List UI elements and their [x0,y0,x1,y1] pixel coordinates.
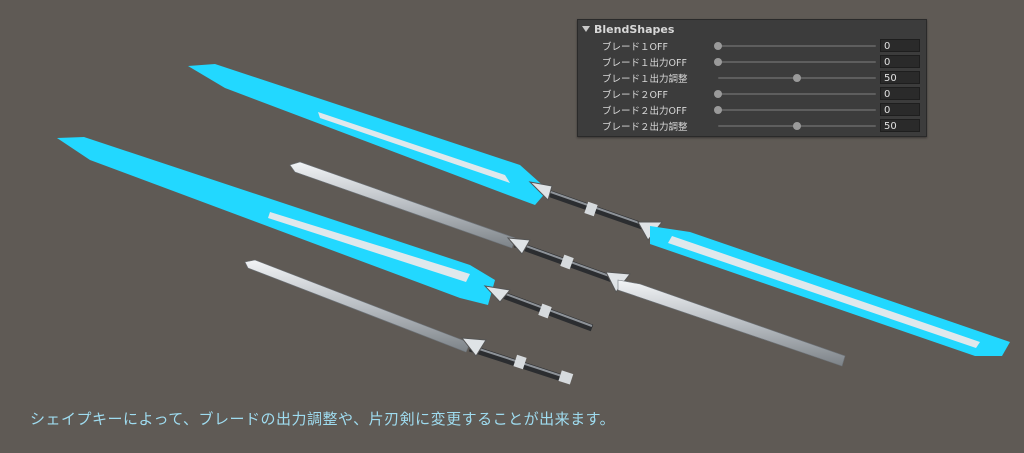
blendshape-slider[interactable] [714,54,876,70]
blendshape-row: ブレード１OFF 0 [578,38,926,54]
spear-4 [244,259,574,385]
slider-track [718,93,876,95]
blendshapes-panel: BlendShapes ブレード１OFF 0 ブレード１出力OFF 0 ブレード… [577,19,927,137]
slider-knob[interactable] [793,74,801,82]
blendshape-label: ブレード２出力調整 [602,122,688,133]
spear-1-core-blade-left [318,112,510,183]
foldout-triangle-icon[interactable] [582,26,590,32]
slider-knob[interactable] [714,58,722,66]
blendshape-slider[interactable] [718,70,876,86]
spear-2-glow-blade [57,137,495,305]
blendshape-value-field[interactable]: 0 [880,55,920,68]
blendshape-row: ブレード２OFF 0 [578,86,926,102]
blendshapes-title: BlendShapes [594,22,675,36]
slider-knob[interactable] [714,106,722,114]
spear-2 [57,137,594,332]
blendshape-row: ブレード２出力調整 50 [578,118,926,134]
spear-1-shaft [543,188,650,232]
slider-track [718,61,876,63]
spear-3 [289,161,846,367]
blendshape-label: ブレード２出力OFF [602,106,687,117]
spear-3-guard-left [506,237,531,255]
slider-track [718,109,876,111]
blendshape-value-field[interactable]: 0 [880,103,920,116]
spear-4-pommel [558,370,574,385]
spear-1 [188,64,1010,356]
slider-knob[interactable] [714,90,722,98]
blendshape-label: ブレード２OFF [602,90,668,101]
spear-2-grip-ring [538,303,552,319]
spear-4-grip-ring [513,354,527,370]
spear-1-glow-blade-left [188,64,548,205]
blendshape-value-field[interactable]: 50 [880,119,920,132]
blendshape-slider[interactable] [718,118,876,134]
spear-2-guard [483,285,511,303]
spear-1-grip-ring [584,201,598,217]
blendshape-row: ブレード１出力OFF 0 [578,54,926,70]
blendshapes-header[interactable]: BlendShapes [578,20,926,38]
spear-1-guard-left [528,181,553,201]
blendshape-row: ブレード１出力調整 50 [578,70,926,86]
blendshape-label: ブレード１出力調整 [602,74,688,85]
spear-2-core-blade [268,212,470,282]
caption-text: シェイプキーによって、ブレードの出力調整や、片刃剣に変更することが出来ます。 [30,410,616,428]
slider-knob[interactable] [793,122,801,130]
blendshape-label: ブレード１出力OFF [602,58,687,69]
slider-track [718,45,876,47]
blendshape-value-field[interactable]: 0 [880,87,920,100]
blendshape-slider[interactable] [714,102,876,118]
spear-3-silver-blade-right [617,279,846,367]
blendshape-row: ブレード２出力OFF 0 [578,102,926,118]
spear-4-guard [460,337,487,357]
blendshape-slider[interactable] [714,86,876,102]
spear-4-silver-blade [244,259,471,353]
spear-1-core-blade-right [668,236,980,348]
slider-knob[interactable] [714,42,722,50]
blendshape-label: ブレード１OFF [602,42,668,53]
blendshape-value-field[interactable]: 50 [880,71,920,84]
blendshape-value-field[interactable]: 0 [880,39,920,52]
blendshape-slider[interactable] [714,38,876,54]
spear-3-grip-ring [560,254,574,270]
